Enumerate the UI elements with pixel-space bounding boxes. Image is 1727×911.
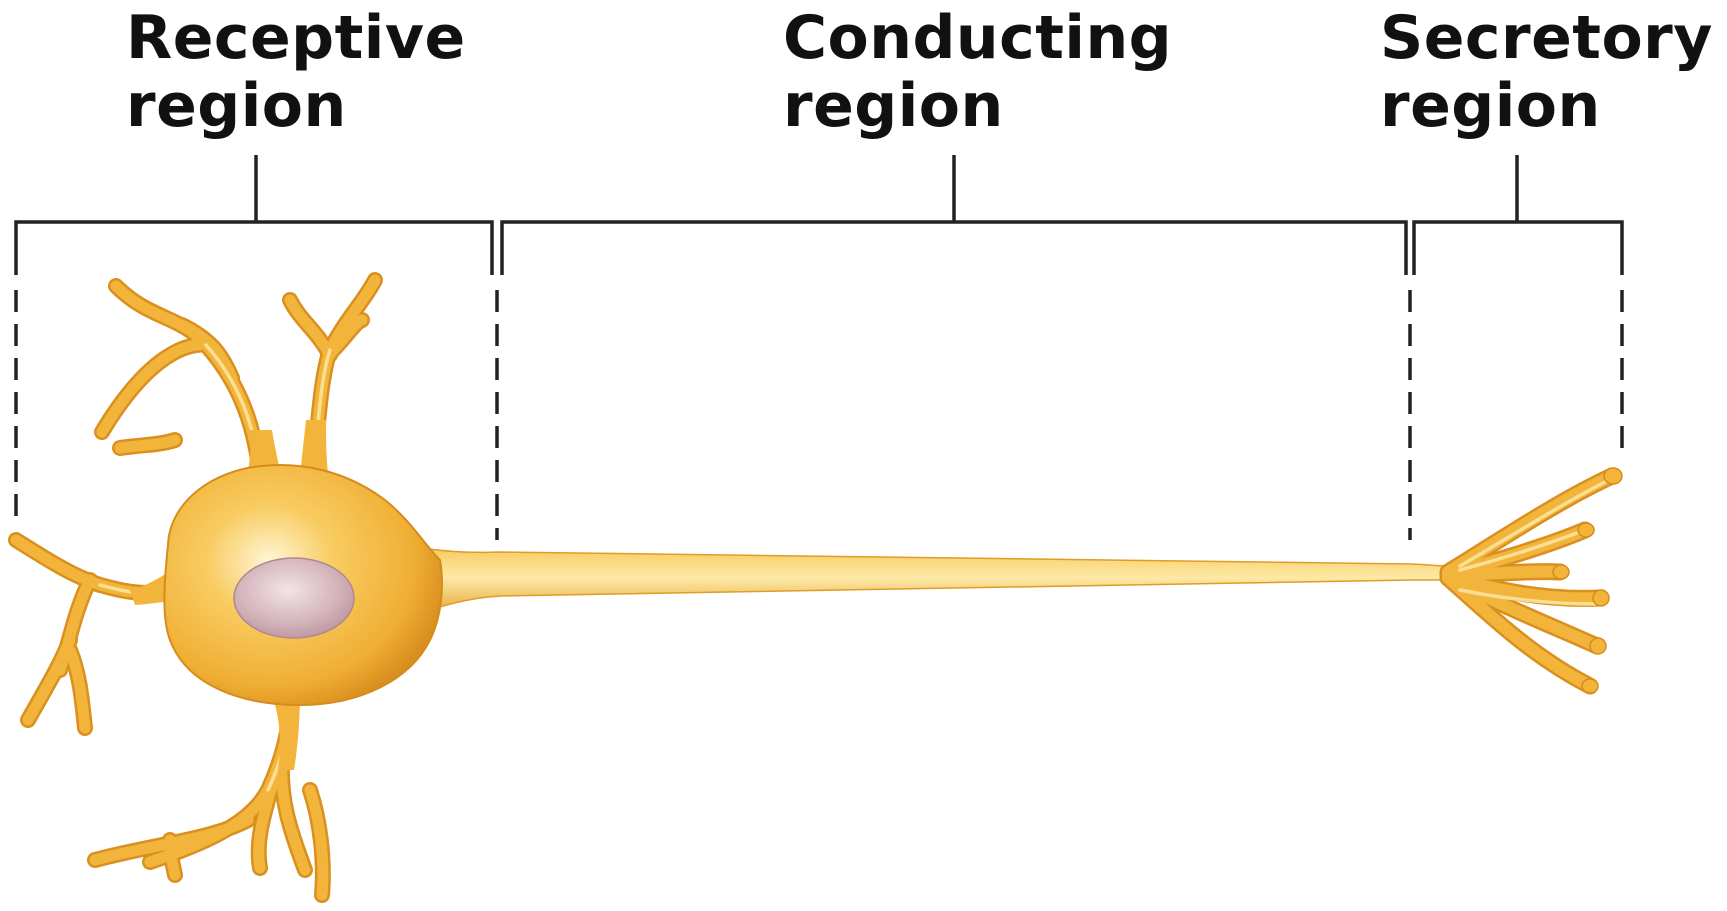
bracket-conducting [500,155,1408,275]
axon [404,544,1451,619]
label-receptive-region: Receptive region [126,4,466,140]
label-receptive-line2: region [126,71,347,141]
bracket-receptive [14,155,494,275]
label-secretory-line1: Secretory [1380,3,1713,73]
label-secretory-line2: region [1380,71,1601,141]
label-conducting-line2: region [783,71,1004,141]
region-boundary-dashes [14,290,1624,540]
label-receptive-line1: Receptive [126,3,466,73]
neuron [8,272,1623,903]
bracket-secretory [1412,155,1624,275]
label-conducting-region: Conducting region [783,4,1172,140]
label-conducting-line1: Conducting [783,3,1173,73]
label-secretory-region: Secretory region [1380,4,1713,140]
axon-terminals [1439,467,1623,695]
nucleus [233,557,355,639]
